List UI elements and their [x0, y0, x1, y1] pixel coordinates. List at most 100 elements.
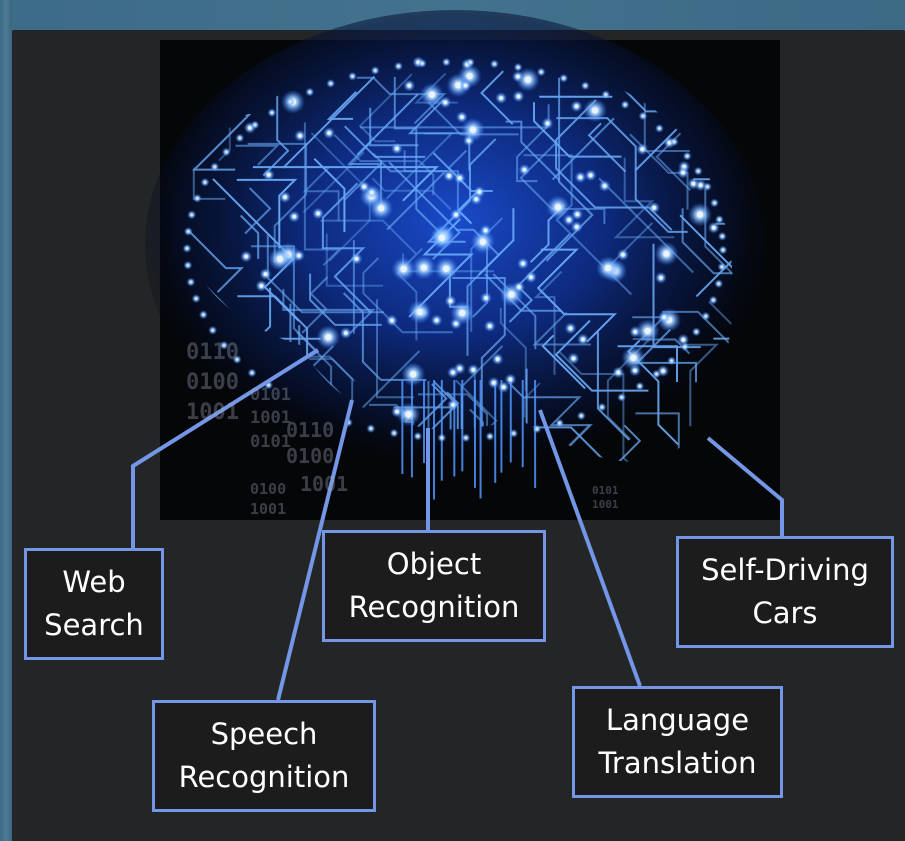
circuit-node-core	[297, 253, 301, 258]
binary-text-6: 0101	[250, 432, 291, 452]
outline-node	[667, 356, 677, 366]
circuit-node-core	[447, 174, 451, 178]
outline-node	[485, 431, 495, 441]
circuit-node-core	[588, 173, 593, 178]
outline-node	[708, 295, 718, 305]
circuit-trace	[480, 70, 514, 125]
binary-text-5: 1001	[250, 408, 291, 428]
circuit-node-core	[443, 265, 450, 272]
circuit-node-core	[407, 83, 412, 88]
binary-text-4: 0101	[250, 385, 291, 405]
connector-self-driving-cars	[706, 436, 784, 536]
circuit-node-core	[266, 173, 271, 177]
outline-node	[186, 277, 196, 287]
circuit-node-core	[652, 205, 656, 210]
circuit-trace	[652, 243, 701, 349]
outline-node	[221, 147, 231, 157]
circuit-trace	[551, 117, 615, 181]
circuit-trace	[235, 144, 280, 166]
circuit-trace	[342, 292, 427, 381]
circuit-trace	[662, 310, 733, 378]
outline-node	[717, 231, 727, 241]
circuit-node-core	[568, 326, 573, 331]
outline-node	[437, 433, 447, 443]
circuit-node-core	[483, 228, 488, 233]
circuit-node-core	[454, 212, 458, 217]
circuit-node-core	[567, 218, 571, 222]
outline-node	[680, 342, 690, 352]
circuit-node-core	[602, 184, 607, 188]
circuit-node-core	[501, 385, 506, 389]
circuit-trace	[527, 423, 591, 462]
circuit-trace	[685, 343, 719, 427]
binary-text-9: 1001	[300, 472, 349, 496]
circuit-trace	[244, 187, 272, 235]
outline-node	[717, 262, 727, 272]
outline-node	[182, 243, 192, 253]
circuit-node-core	[479, 238, 487, 245]
circuit-node-core	[325, 334, 332, 341]
circuit-trace	[612, 424, 671, 462]
outline-node	[192, 193, 202, 203]
circuit-node-core	[400, 265, 407, 273]
circuit-trace	[681, 208, 733, 318]
outline-node	[682, 151, 692, 161]
circuit-node-core	[448, 299, 453, 303]
outline-node	[285, 97, 295, 107]
circuit-node-core	[571, 356, 576, 361]
circuit-trace	[358, 73, 413, 143]
binary-text-7: 0110	[286, 418, 335, 442]
outline-node	[580, 81, 590, 91]
outline-node	[441, 57, 451, 67]
binary-text-13: 1001	[592, 498, 619, 511]
circuit-trace	[309, 273, 382, 326]
circuit-node-core	[316, 211, 320, 216]
outline-node	[465, 57, 475, 67]
circuit-trace	[713, 337, 733, 462]
outline-node	[693, 166, 703, 176]
circuit-trace	[282, 75, 376, 169]
circuit-trace	[326, 91, 357, 120]
web-search-line1: Web	[62, 564, 126, 599]
circuit-trace	[533, 270, 563, 375]
outline-node	[638, 111, 648, 121]
circuit-node-core	[712, 225, 716, 230]
outline-node	[247, 368, 257, 378]
circuit-trace	[325, 233, 384, 287]
circuit-trace	[282, 289, 376, 335]
circuit-node-core	[259, 284, 264, 288]
binary-text-2: 0100	[186, 370, 239, 395]
circuit-node-core	[640, 147, 645, 151]
circuit-node-core	[517, 285, 521, 289]
outline-node	[187, 210, 197, 220]
circuit-trace	[393, 76, 442, 235]
outline-node	[183, 227, 193, 236]
circuit-node-core	[659, 276, 663, 280]
circuit-node-core	[405, 411, 412, 418]
circuit-node-core	[416, 308, 423, 316]
circuit-node-core	[591, 107, 599, 114]
circuit-node-core	[616, 370, 621, 375]
circuit-trace	[313, 157, 346, 233]
circuit-trace	[478, 208, 515, 276]
connector-lines	[131, 348, 784, 701]
circuit-node-core	[644, 327, 651, 335]
circuit-node-core	[390, 318, 394, 323]
circuit-trace	[505, 120, 561, 182]
circuit-trace	[301, 276, 329, 334]
circuit-node-core	[434, 318, 439, 323]
outline-node	[250, 120, 260, 130]
outline-node	[559, 73, 569, 83]
circuit-node-core	[574, 225, 579, 229]
circuit-trace	[252, 166, 440, 202]
self-driving-cars-line2: Cars	[752, 596, 818, 630]
circuit-node-core	[362, 184, 366, 189]
circuit-node-core	[451, 370, 455, 375]
connector-web-search	[131, 348, 320, 548]
circuit-trace	[239, 214, 260, 259]
circuit-node-core	[457, 366, 462, 371]
binary-text-10: 0100	[250, 480, 287, 498]
